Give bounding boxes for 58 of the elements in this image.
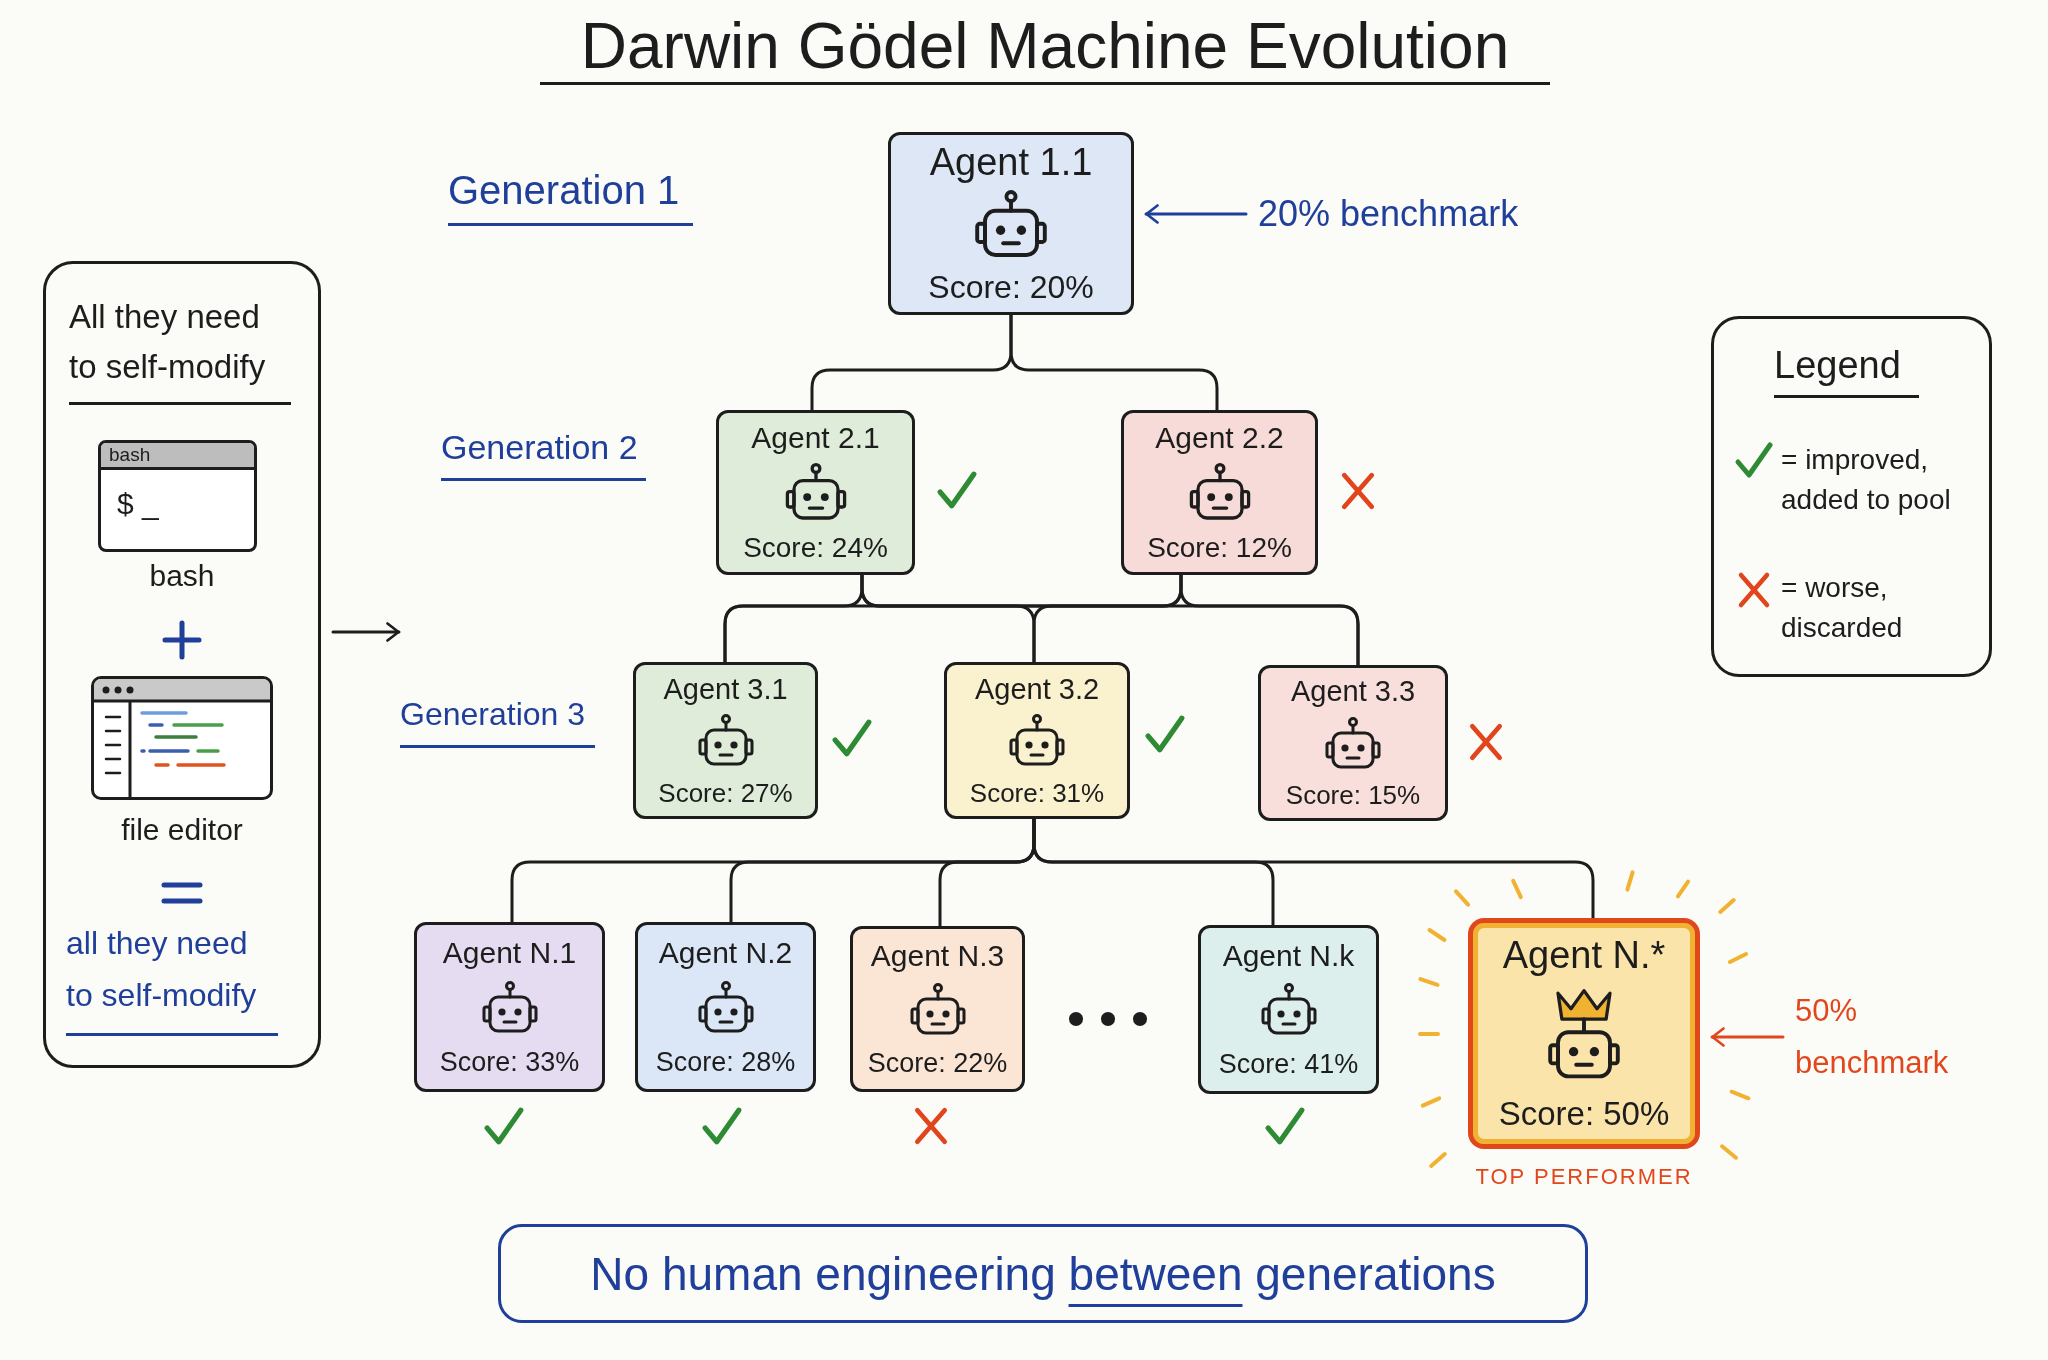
score-text: Score: 12% [1147, 532, 1292, 564]
agent-name: Agent 1.1 [929, 141, 1093, 184]
agent-card [944, 662, 1130, 819]
agent-card [1198, 925, 1379, 1094]
score-text: Score: 27% [658, 778, 793, 808]
node-label: bash [149, 558, 215, 594]
agent-card [414, 922, 605, 1092]
terminal-prompt: $ _ [117, 486, 159, 522]
agent-name: Agent N.2 [658, 936, 793, 970]
window-title: bash [109, 444, 151, 466]
score-text: Score: 28% [655, 1048, 796, 1078]
generation-label: Generation 3 [400, 693, 595, 748]
top-agent-card [1468, 918, 1700, 1149]
tools-panel [43, 261, 321, 1068]
agent-name: Agent N.3 [870, 939, 1005, 973]
score-text: Score: 31% [969, 778, 1105, 808]
score-text: Score: 24% [743, 532, 888, 564]
agent-card [1258, 665, 1448, 821]
panel-summary: all they need to self-modify [66, 917, 278, 1036]
terminal-window [98, 440, 257, 552]
score-text: Score: 20% [928, 270, 1094, 306]
generation-label: Generation 1 [448, 169, 693, 226]
score-text: Score: 22% [867, 1049, 1008, 1079]
agent-card [716, 410, 915, 575]
node-label: file editor [121, 812, 243, 848]
connector-line [1032, 817, 1595, 920]
agent-card [850, 926, 1025, 1092]
panel-heading: All they need to self-modify [69, 292, 291, 405]
agent-name: Agent 3.3 [1290, 676, 1416, 709]
agent-name: Agent N.* [1502, 934, 1666, 977]
arrow [1710, 1027, 1785, 1047]
agent-card [633, 662, 818, 819]
connector-line [1179, 573, 1360, 667]
legend-text: = improved, added to pool [1781, 443, 1952, 517]
benchmark-note: 20% benchmark [1258, 193, 1533, 235]
score-text: Score: 33% [439, 1048, 580, 1078]
arrow [331, 622, 401, 642]
agent-card [635, 922, 816, 1092]
legend-title: Legend [1774, 343, 1919, 398]
code-editor-drawing [91, 676, 273, 800]
agent-card [888, 132, 1134, 315]
arrow [1144, 204, 1248, 224]
agent-card [1121, 410, 1318, 575]
legend-text: = worse, discarded [1781, 571, 1904, 645]
score-text: Score: 41% [1218, 1050, 1359, 1080]
agent-name: Agent N.1 [442, 936, 577, 970]
agent-name: Agent 2.2 [1155, 421, 1284, 455]
diagram-title: Darwin Gödel Machine Evolution [540, 10, 1550, 85]
benchmark-note: 50% benchmark [1795, 985, 1965, 1089]
connector-line [1009, 313, 1219, 412]
generation-label: Generation 2 [441, 426, 646, 481]
agent-name: Agent N.k [1222, 939, 1355, 973]
agent-name: Agent 3.2 [974, 673, 1100, 706]
agent-name: Agent 2.1 [751, 421, 880, 455]
agent-name: Agent 3.1 [663, 673, 788, 706]
score-text: Score: 50% [1498, 1096, 1670, 1133]
node-label: TOP PERFORMER [1475, 1163, 1693, 1191]
score-text: Score: 15% [1285, 781, 1421, 810]
